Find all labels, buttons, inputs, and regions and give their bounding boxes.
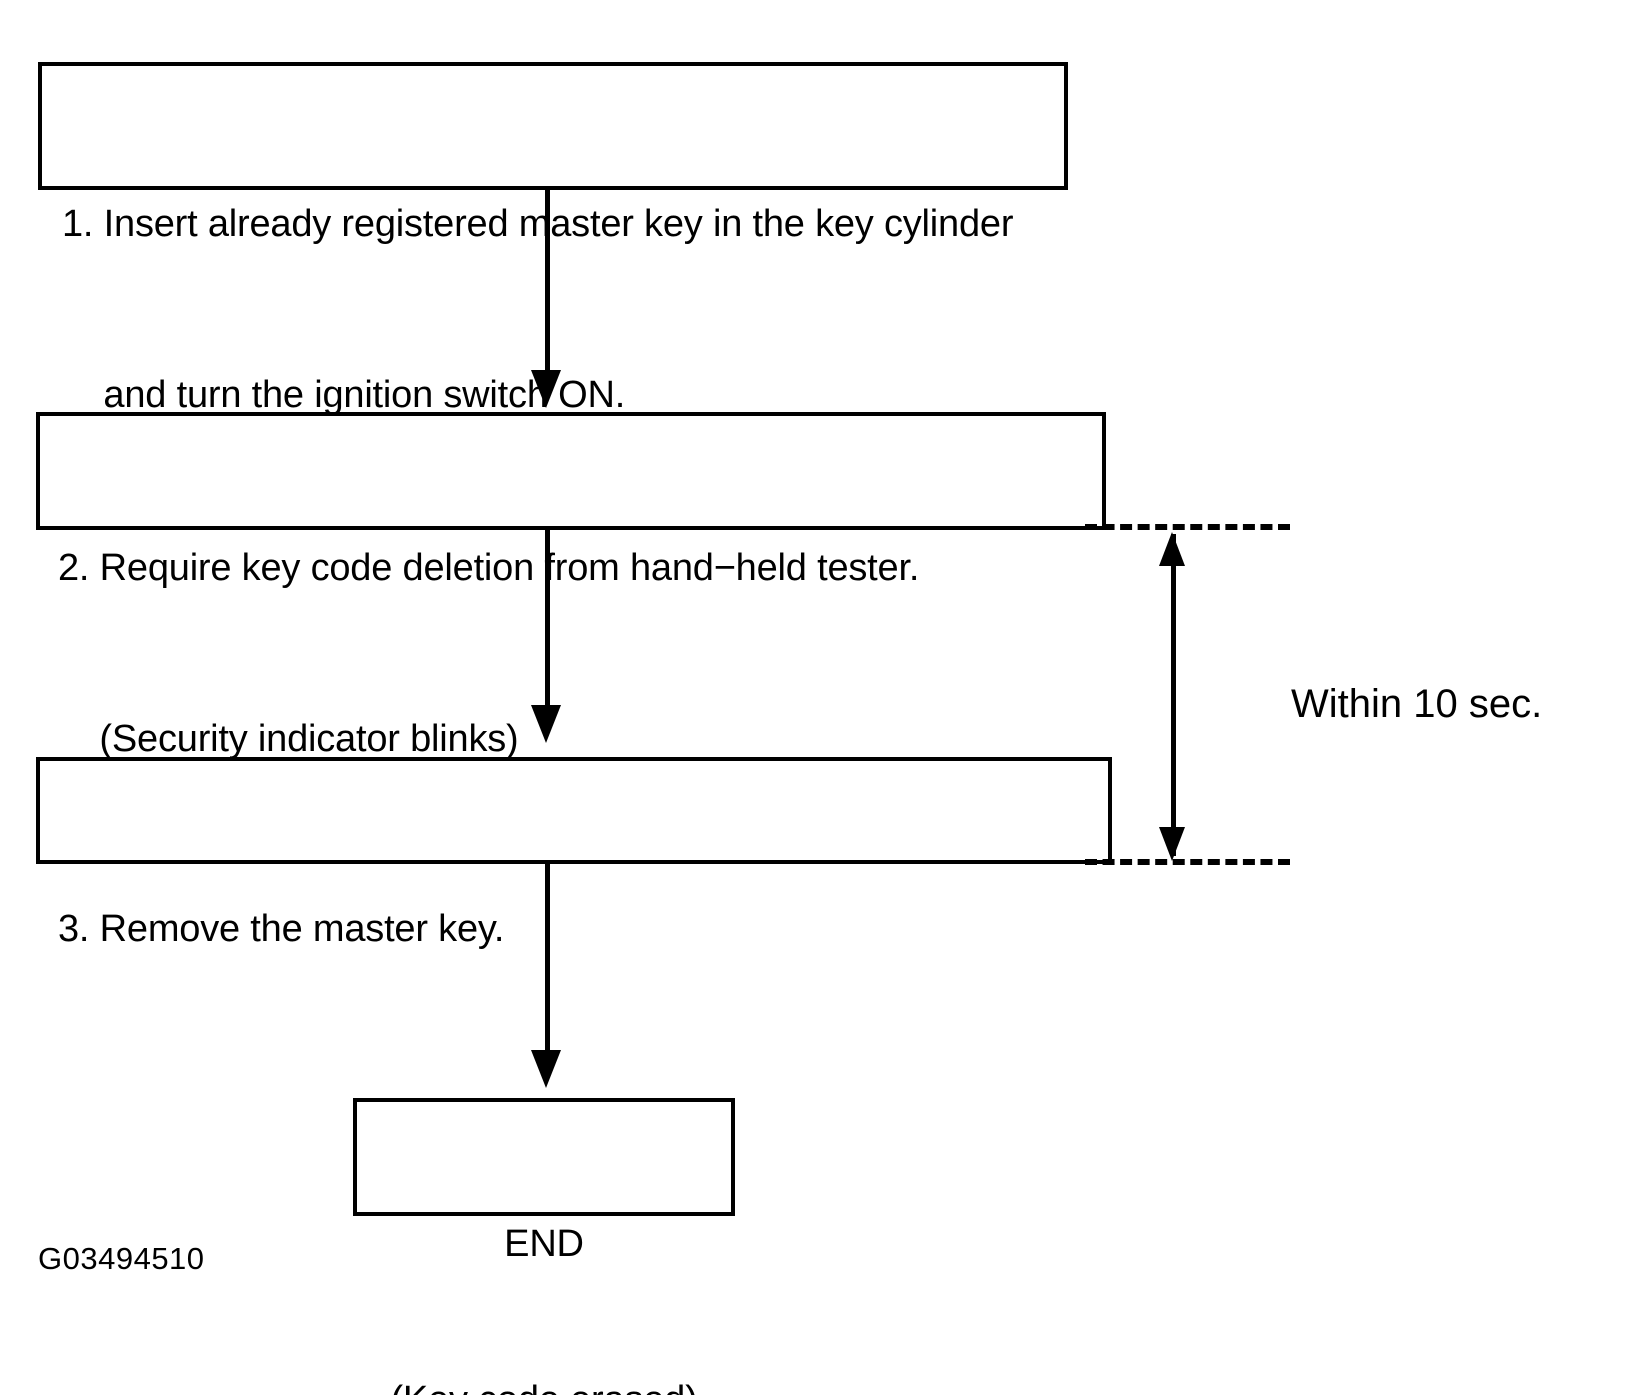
figure-code-label: G03494510 [38,1241,205,1276]
connector-step3-to-end [545,864,550,1054]
end-line-1: END [504,1223,584,1265]
end-text: END (Key code erased) [357,1114,731,1395]
step-3-line-1: 3. Remove the master key. [58,908,505,950]
dashed-leader-line-top [1085,524,1290,530]
step-3-text: 3. Remove the master key. [58,787,504,1072]
process-box-step-2: 2. Require key code deletion from hand−h… [36,412,1106,760]
connector-step2-to-step3 [545,530,550,710]
arrowhead-step1-to-step2 [531,370,561,408]
dimension-arrowhead-up-icon [1159,532,1185,566]
arrowhead-step3-to-end [531,1050,561,1088]
step-2-line-2: (Security indicator blinks) [58,718,519,760]
step-1-line-2: and turn the ignition switch ON. [62,374,626,416]
step-2-text: 2. Require key code deletion from hand−h… [58,426,919,882]
dashed-leader-line-bottom [1085,859,1290,865]
end-line-2: (Key code erased) [357,1374,731,1395]
step-2-line-1: 2. Require key code deletion from hand−h… [58,547,920,589]
process-box-step-3: 3. Remove the master key. [36,757,1112,950]
arrowhead-step2-to-step3 [531,705,561,743]
step-1-text: 1. Insert already registered master key … [62,82,1014,538]
dimension-line-timing [1171,534,1176,856]
terminator-box-end: END (Key code erased) [353,1098,735,1395]
connector-step1-to-step2 [545,190,550,375]
dimension-arrowhead-down-icon [1159,827,1185,861]
step-1-line-1: 1. Insert already registered master key … [62,203,1014,245]
process-box-step-1: 1. Insert already registered master key … [38,62,1068,416]
timing-label: Within 10 sec. [1291,682,1543,726]
